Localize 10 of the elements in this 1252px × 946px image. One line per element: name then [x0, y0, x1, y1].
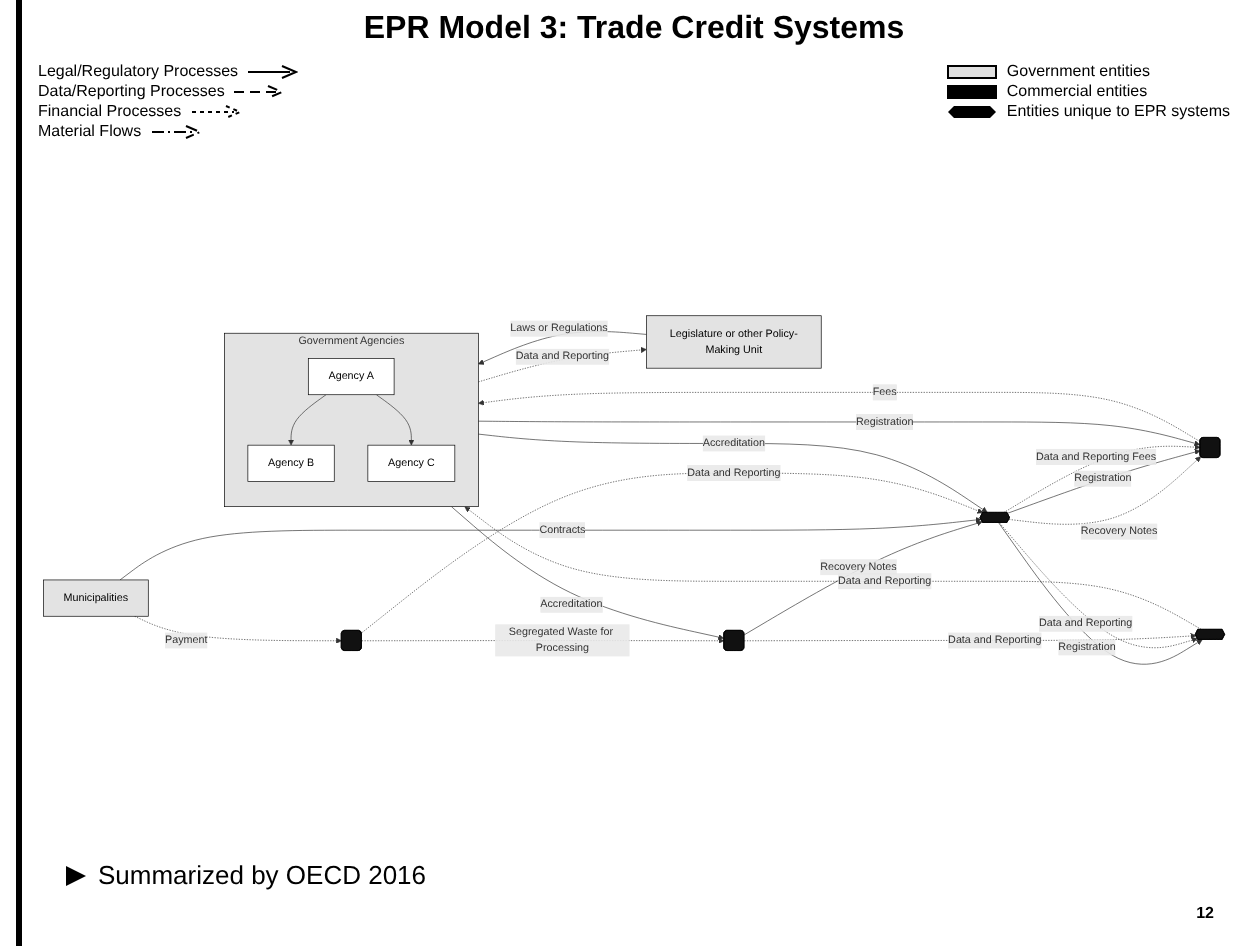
legend-label: Commercial entities [1006, 82, 1148, 100]
legend-label: Entities unique to EPR systems [1006, 102, 1230, 120]
page-number: 12 [1196, 904, 1214, 922]
legend-label: Legal/Regulatory Processes [38, 62, 239, 80]
diagram-title: EPR Model 3: Trade Credit Systems [361, 12, 907, 48]
legend-label: Government entities [1006, 62, 1150, 80]
legend-label: Data/Reporting Processes [38, 82, 225, 100]
legend-label: Financial Processes [38, 102, 182, 120]
caption: Summarized by OECD 2016 [98, 860, 427, 890]
legend-label: Material Flows [38, 122, 142, 140]
